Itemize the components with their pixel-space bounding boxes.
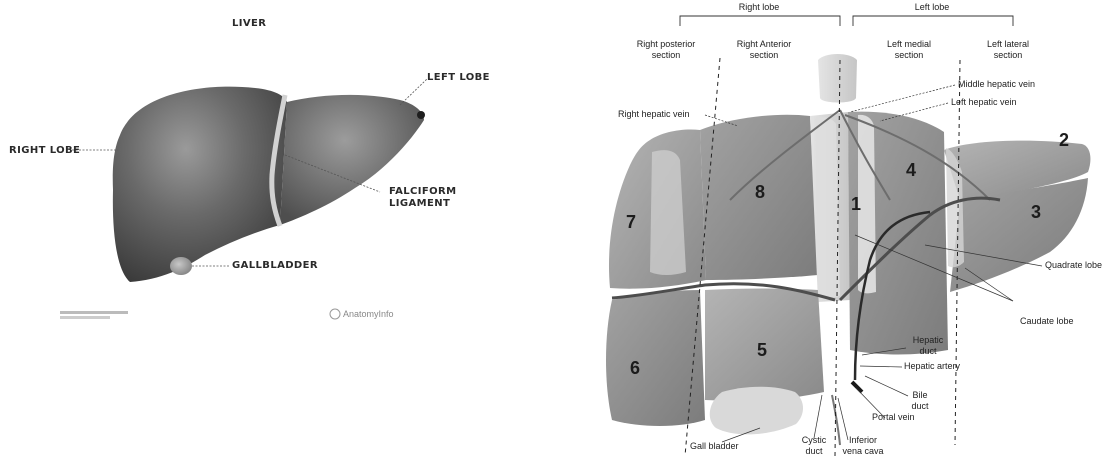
section-left-medial: Left medial section [874,39,944,61]
label-ivc-line1: Inferior [838,435,888,446]
section-right-posterior-line2: section [628,50,704,61]
segment-number-1: 1 [851,194,861,215]
header-left-lobe: Left lobe [902,2,962,13]
section-right-anterior: Right Anterior section [726,39,802,61]
label-bile-duct-line2: duct [905,401,935,412]
label-cystic-duct-line1: Cystic [796,435,832,446]
section-right-anterior-line2: section [726,50,802,61]
segment-number-4: 4 [906,160,916,181]
ivc-superior-shape [818,54,857,103]
label-left-hepatic-vein: Left hepatic vein [951,97,1017,108]
label-cystic-duct: Cystic duct [796,435,832,457]
label-hepatic-duct-line1: Hepatic [908,335,948,346]
label-cystic-duct-line2: duct [796,446,832,457]
label-right-hepatic-vein: Right hepatic vein [618,109,690,120]
label-hepatic-duct: Hepatic duct [908,335,948,357]
section-left-medial-line2: section [874,50,944,61]
header-right-lobe: Right lobe [729,2,789,13]
label-hepatic-duct-line2: duct [908,346,948,357]
section-left-lateral-line2: section [973,50,1043,61]
label-portal-vein: Portal vein [872,412,915,423]
section-right-posterior-line1: Right posterior [628,39,704,50]
section-left-lateral-line1: Left lateral [973,39,1043,50]
label-middle-hepatic-vein: Middle hepatic vein [958,79,1035,90]
label-quadrate-lobe: Quadrate lobe [1045,260,1102,271]
segment-number-6: 6 [630,358,640,379]
segment-number-5: 5 [757,340,767,361]
section-left-lateral: Left lateral section [973,39,1043,61]
label-hepatic-artery: Hepatic artery [904,361,960,372]
right-lobe-bracket [680,16,840,26]
segment-number-2: 2 [1059,130,1069,151]
segment-number-8: 8 [755,182,765,203]
label-gall-bladder: Gall bladder [690,441,739,452]
segment-number-3: 3 [1031,202,1041,223]
segment-6-shape [606,290,705,426]
section-left-medial-line1: Left medial [874,39,944,50]
segment-number-7: 7 [626,212,636,233]
label-bile-duct-line1: Bile [905,390,935,401]
label-ivc-line2: vena cava [838,446,888,457]
label-caudate-lobe: Caudate lobe [1020,316,1074,327]
label-inferior-vena-cava: Inferior vena cava [838,435,888,457]
gallbladder-shape [710,387,803,435]
section-right-posterior: Right posterior section [628,39,704,61]
section-right-anterior-line1: Right Anterior [726,39,802,50]
left-lobe-bracket [853,16,1013,26]
label-bile-duct: Bile duct [905,390,935,412]
